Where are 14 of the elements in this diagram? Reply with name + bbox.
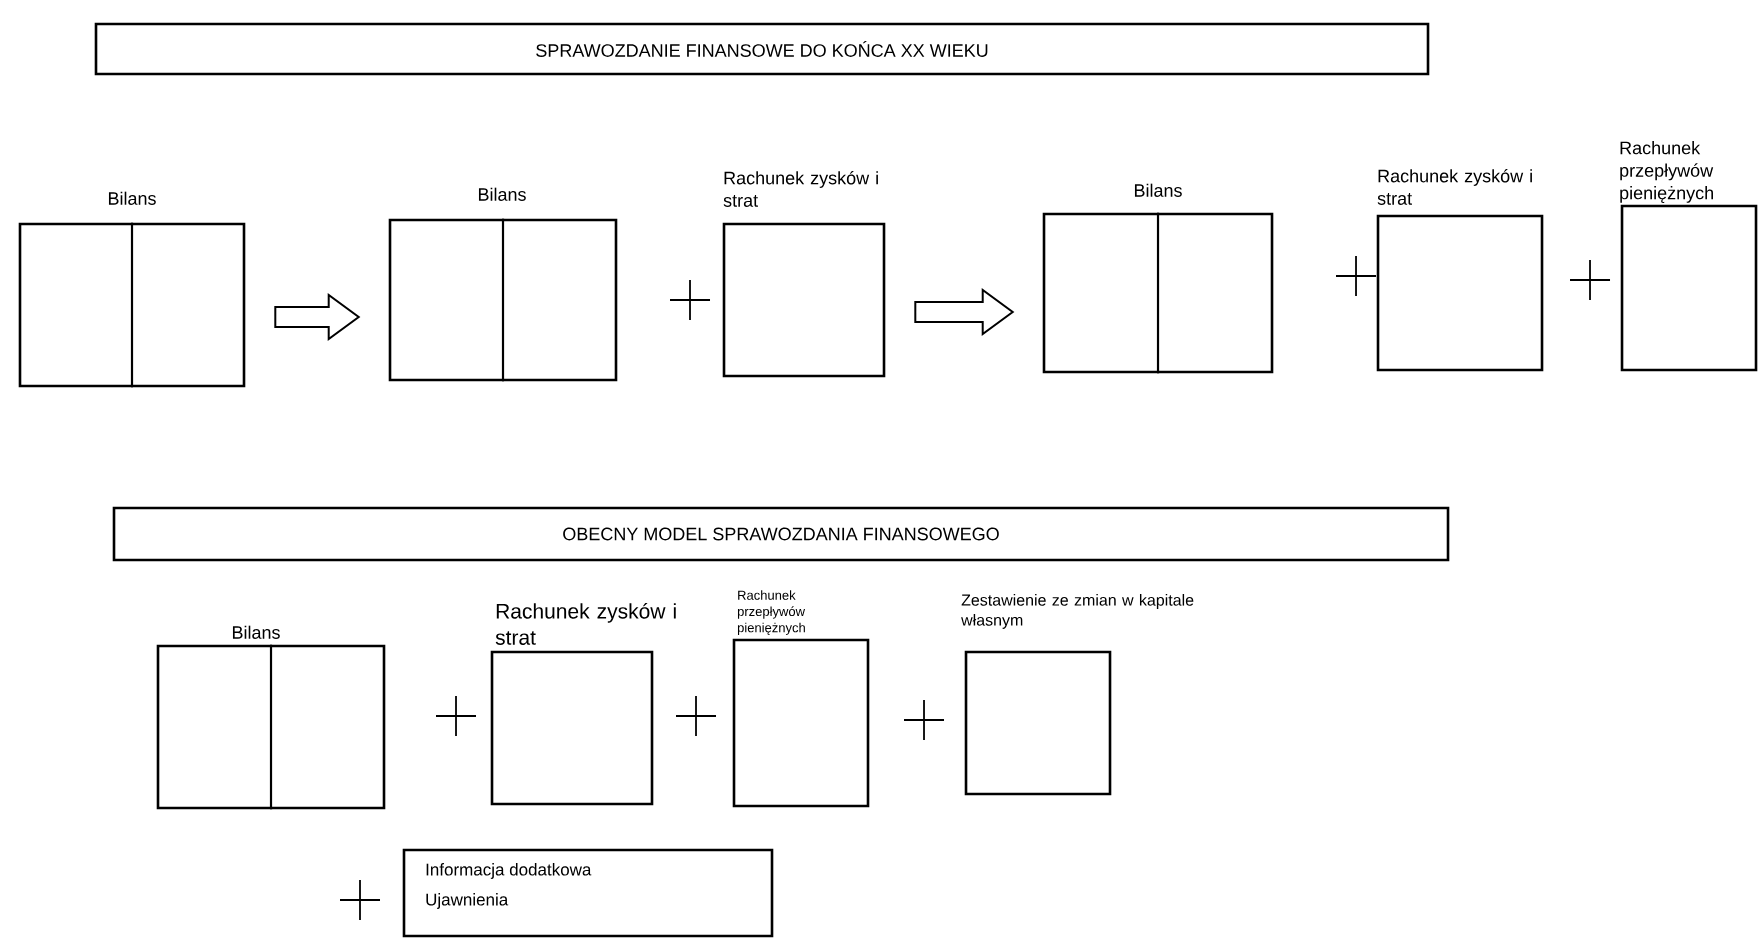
title-banner: OBECNY MODEL SPRAWOZDANIA FINANSOWEGO xyxy=(112,506,1450,562)
box-heading: Rachunek przepływów pieniężnych xyxy=(1620,141,1714,203)
box-heading: Rachunek zysków i strat xyxy=(723,170,878,207)
block-arrow xyxy=(914,288,1015,336)
notes-box: Informacja dodatkowa Ujawnienia xyxy=(402,848,774,938)
box-heading: Bilans xyxy=(478,187,526,201)
title-banner: SPRAWOZDANIE FINANSOWE DO KOŃCA XX WIEKU xyxy=(94,22,1430,76)
box-heading: Zestawienie ze zmian w kapitale własnym xyxy=(961,593,1194,629)
box-heading: Rachunek zysków i strat xyxy=(495,603,676,645)
box-heading: Bilans xyxy=(232,625,280,639)
box-heading: Bilans xyxy=(108,191,156,205)
box-heading: Rachunek zysków i strat xyxy=(1377,168,1532,205)
box-heading: Bilans xyxy=(1134,183,1182,197)
block-arrow xyxy=(274,293,361,341)
